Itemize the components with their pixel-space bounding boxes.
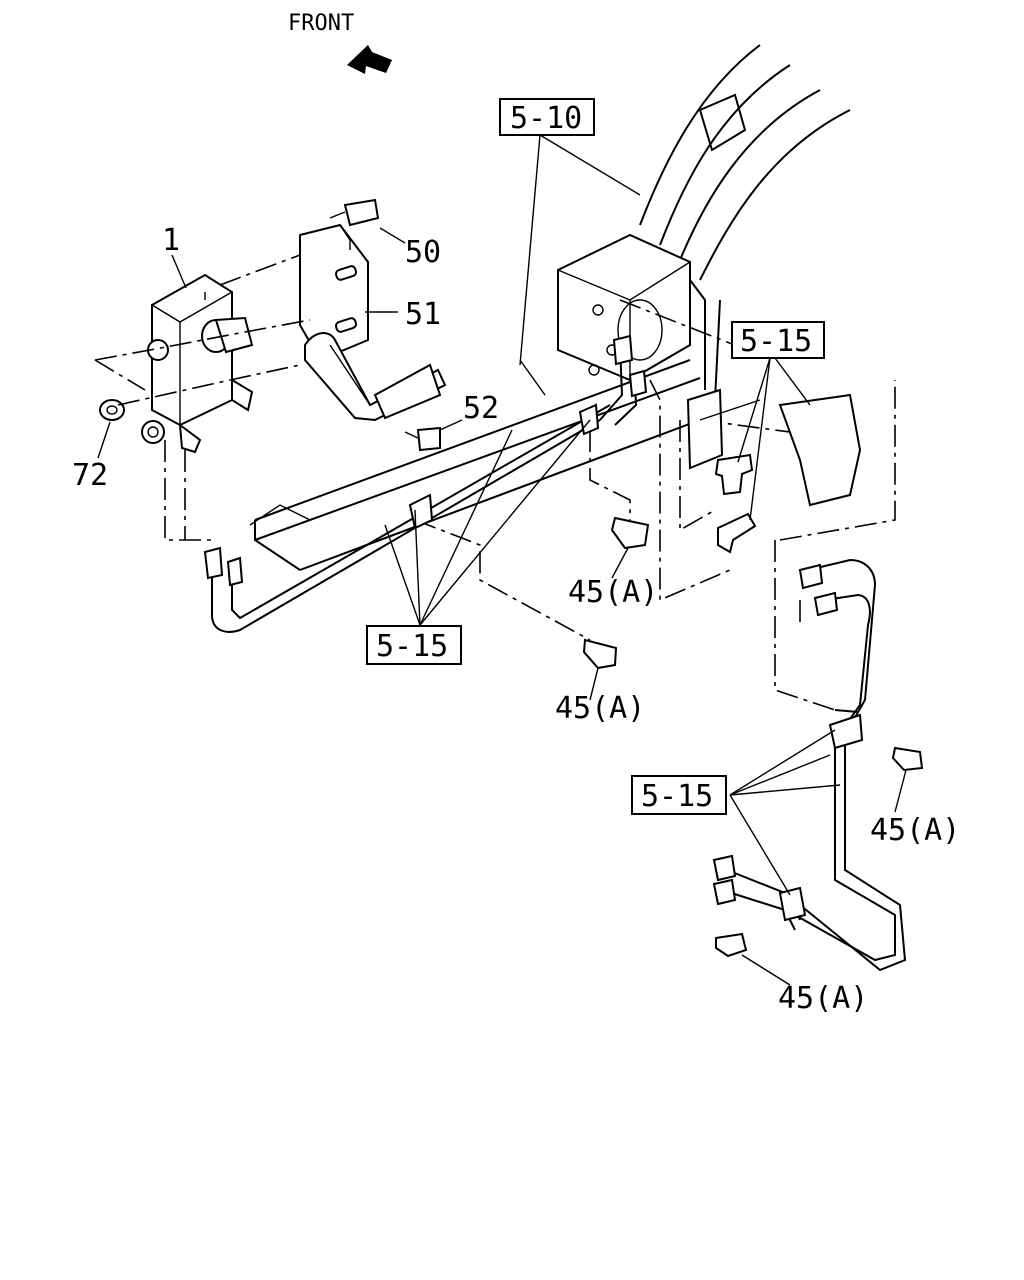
leader-50 — [379, 227, 406, 244]
bolt-52-icon — [404, 426, 441, 452]
leader-1 — [171, 254, 187, 289]
nut-72-icon — [99, 399, 125, 421]
fastener-label-45a-2: 45(A) — [555, 691, 645, 726]
fastener-label-45a-3: 45(A) — [870, 813, 960, 848]
fastener-label-45a-4: 45(A) — [778, 981, 868, 1016]
leader-45a-4 — [741, 954, 791, 986]
ref-label-5-15-lower-right: 5-15 — [641, 779, 713, 814]
part-label-51: 51 — [405, 297, 441, 332]
pipe-fittings-center — [599, 334, 648, 426]
cab-body-outline — [639, 44, 851, 401]
ref-box-5-15-center[interactable]: 5-15 — [366, 625, 462, 665]
leader-45a-2 — [589, 667, 599, 701]
bolt-45a-4-icon — [715, 932, 748, 958]
brake-pipes-right — [712, 558, 907, 972]
tee-fittings — [686, 388, 862, 554]
brake-pipes-left — [203, 403, 611, 633]
ref-label-5-15-center: 5-15 — [376, 629, 448, 664]
fastener-label-45a-1: 45(A) — [568, 575, 658, 610]
front-label: FRONT — [288, 11, 354, 36]
ref-label-5-10: 5-10 — [510, 101, 582, 136]
leader-45a-3 — [894, 769, 907, 813]
frame-crossmember — [249, 359, 701, 571]
bolt-50-icon — [329, 198, 380, 227]
leader-72 — [97, 421, 111, 459]
part-label-50: 50 — [405, 235, 441, 270]
part-label-1: 1 — [162, 223, 180, 258]
ref-box-5-15-lower-right[interactable]: 5-15 — [631, 775, 727, 815]
bolt-45a-3-icon — [891, 746, 924, 772]
ref-box-5-10[interactable]: 5-10 — [499, 98, 595, 136]
bolt-45a-2-icon — [582, 638, 618, 670]
part-label-52: 52 — [463, 391, 499, 426]
bolt-45a-1-icon — [610, 516, 650, 550]
mounting-bracket — [299, 223, 369, 362]
ref-box-5-15-upper-right[interactable]: 5-15 — [731, 321, 825, 359]
leader-45a-1 — [611, 547, 629, 579]
part-label-72: 72 — [72, 458, 108, 493]
leader-52 — [439, 419, 463, 431]
ref-label-5-15-upper-right: 5-15 — [740, 324, 812, 359]
reservoir-tank — [141, 273, 254, 454]
reference-leaders — [384, 134, 841, 896]
front-arrow-icon — [347, 45, 392, 74]
hose-elbow — [304, 332, 447, 422]
